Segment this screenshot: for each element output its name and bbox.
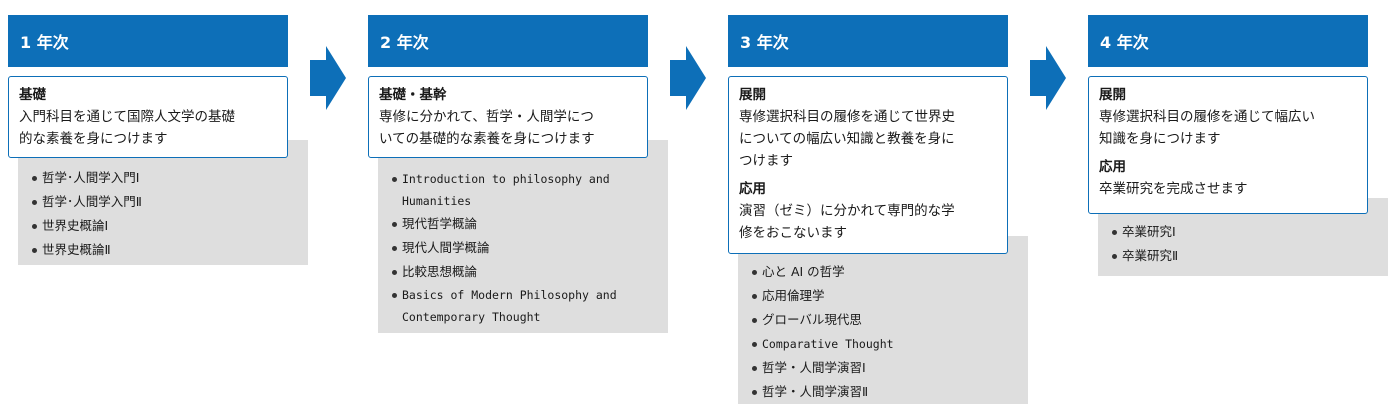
section-text-line: 専修に分かれて、哲学・人間学につ [379, 109, 594, 125]
year-3-course-panel: 心と AI の哲学 応用倫理学 グローバル現代思 Comparative Tho… [738, 236, 1028, 404]
year-3-column: 3 年次 心と AI の哲学 応用倫理学 グローバル現代思 Comparativ… [728, 0, 1028, 420]
year-1-course-panel: 哲学･人間学入門Ⅰ 哲学･人間学入門Ⅱ 世界史概論Ⅰ 世界史概論Ⅱ [18, 140, 308, 265]
course-item: 心と AI の哲学 [750, 260, 1018, 284]
section-text-line: 入門科目を通じて国際人文学の基礎 [19, 109, 235, 125]
year-3-description-box: 展開 専修選択科目の履修を通じて世界史 についての幅広い知識と教養を身に つけま… [728, 76, 1008, 254]
year-2-column: 2 年次 Introduction to philosophy and Huma… [368, 0, 668, 420]
section-text-line: 専修選択科目の履修を通じて幅広い [1099, 109, 1315, 125]
course-item: 卒業研究Ⅱ [1110, 244, 1378, 268]
year-2-header: 2 年次 [368, 15, 648, 67]
section-text: 卒業研究を完成させます [1099, 178, 1357, 200]
section-text: 専修選択科目の履修を通じて世界史 についての幅広い知識と教養を身に つけます [739, 106, 997, 172]
course-item: 哲学・人間学演習Ⅱ [750, 380, 1018, 404]
arrow-right-icon [310, 46, 346, 110]
year-2-description-box: 基礎・基幹 専修に分かれて、哲学・人間学につ いての基礎的な素養を身につけます [368, 76, 648, 158]
course-item: 世界史概論Ⅱ [30, 238, 298, 262]
year-4-header: 4 年次 [1088, 15, 1368, 67]
section-heading: 基礎 [19, 87, 46, 103]
year-4-column: 4 年次 卒業研究Ⅰ 卒業研究Ⅱ 展開 専修選択科目の履修を通じて幅広い 知識を… [1088, 0, 1388, 420]
course-item: グローバル現代思 [750, 308, 1018, 332]
course-item: Introduction to philosophy and Humanitie… [390, 168, 658, 212]
section-text-line: 演習（ゼミ）に分かれて専門的な学 [739, 203, 955, 219]
course-item: 哲学・人間学演習Ⅰ [750, 356, 1018, 380]
arrow-right-icon [1030, 46, 1066, 110]
section-text: 専修選択科目の履修を通じて幅広い 知識を身につけます [1099, 106, 1357, 150]
section-text-line: 卒業研究を完成させます [1099, 181, 1248, 197]
section-heading: 展開 [1099, 87, 1126, 103]
course-item: 卒業研究Ⅰ [1110, 220, 1378, 244]
section-text: 専修に分かれて、哲学・人間学につ いての基礎的な素養を身につけます [379, 106, 637, 150]
year-1-column: 1 年次 哲学･人間学入門Ⅰ 哲学･人間学入門Ⅱ 世界史概論Ⅰ 世界史概論Ⅱ 基… [8, 0, 308, 420]
section-text-line: についての幅広い知識と教養を身に [739, 131, 955, 147]
course-item: 哲学･人間学入門Ⅰ [30, 166, 298, 190]
section-text-line: いての基礎的な素養を身につけます [379, 131, 595, 147]
year-3-header: 3 年次 [728, 15, 1008, 67]
course-item: 世界史概論Ⅰ [30, 214, 298, 238]
course-item: Comparative Thought [750, 332, 1018, 356]
arrow-right-icon [670, 46, 706, 110]
course-item: 現代人間学概論 [390, 236, 658, 260]
year-1-header: 1 年次 [8, 15, 288, 67]
course-item: 比較思想概論 [390, 260, 658, 284]
section-text-line: 専修選択科目の履修を通じて世界史 [739, 109, 955, 125]
course-item: Basics of Modern Philosophy and Contempo… [390, 284, 658, 328]
section-text-line: 的な素養を身につけます [19, 131, 168, 147]
section-heading: 応用 [1099, 159, 1126, 175]
course-item: 哲学･人間学入門Ⅱ [30, 190, 298, 214]
course-item: 現代哲学概論 [390, 212, 658, 236]
section-text-line: 知識を身につけます [1099, 131, 1221, 147]
section-text-line: 修をおこないます [739, 225, 847, 241]
section-heading: 基礎・基幹 [379, 87, 447, 103]
course-item: 応用倫理学 [750, 284, 1018, 308]
section-text-line: つけます [739, 153, 793, 169]
section-text: 演習（ゼミ）に分かれて専門的な学 修をおこないます [739, 200, 997, 244]
section-text: 入門科目を通じて国際人文学の基礎 的な素養を身につけます [19, 106, 277, 150]
year-1-description-box: 基礎 入門科目を通じて国際人文学の基礎 的な素養を身につけます [8, 76, 288, 158]
section-heading: 応用 [739, 181, 766, 197]
section-heading: 展開 [739, 87, 766, 103]
year-2-course-panel: Introduction to philosophy and Humanitie… [378, 140, 668, 333]
year-4-description-box: 展開 専修選択科目の履修を通じて幅広い 知識を身につけます 応用 卒業研究を完成… [1088, 76, 1368, 214]
